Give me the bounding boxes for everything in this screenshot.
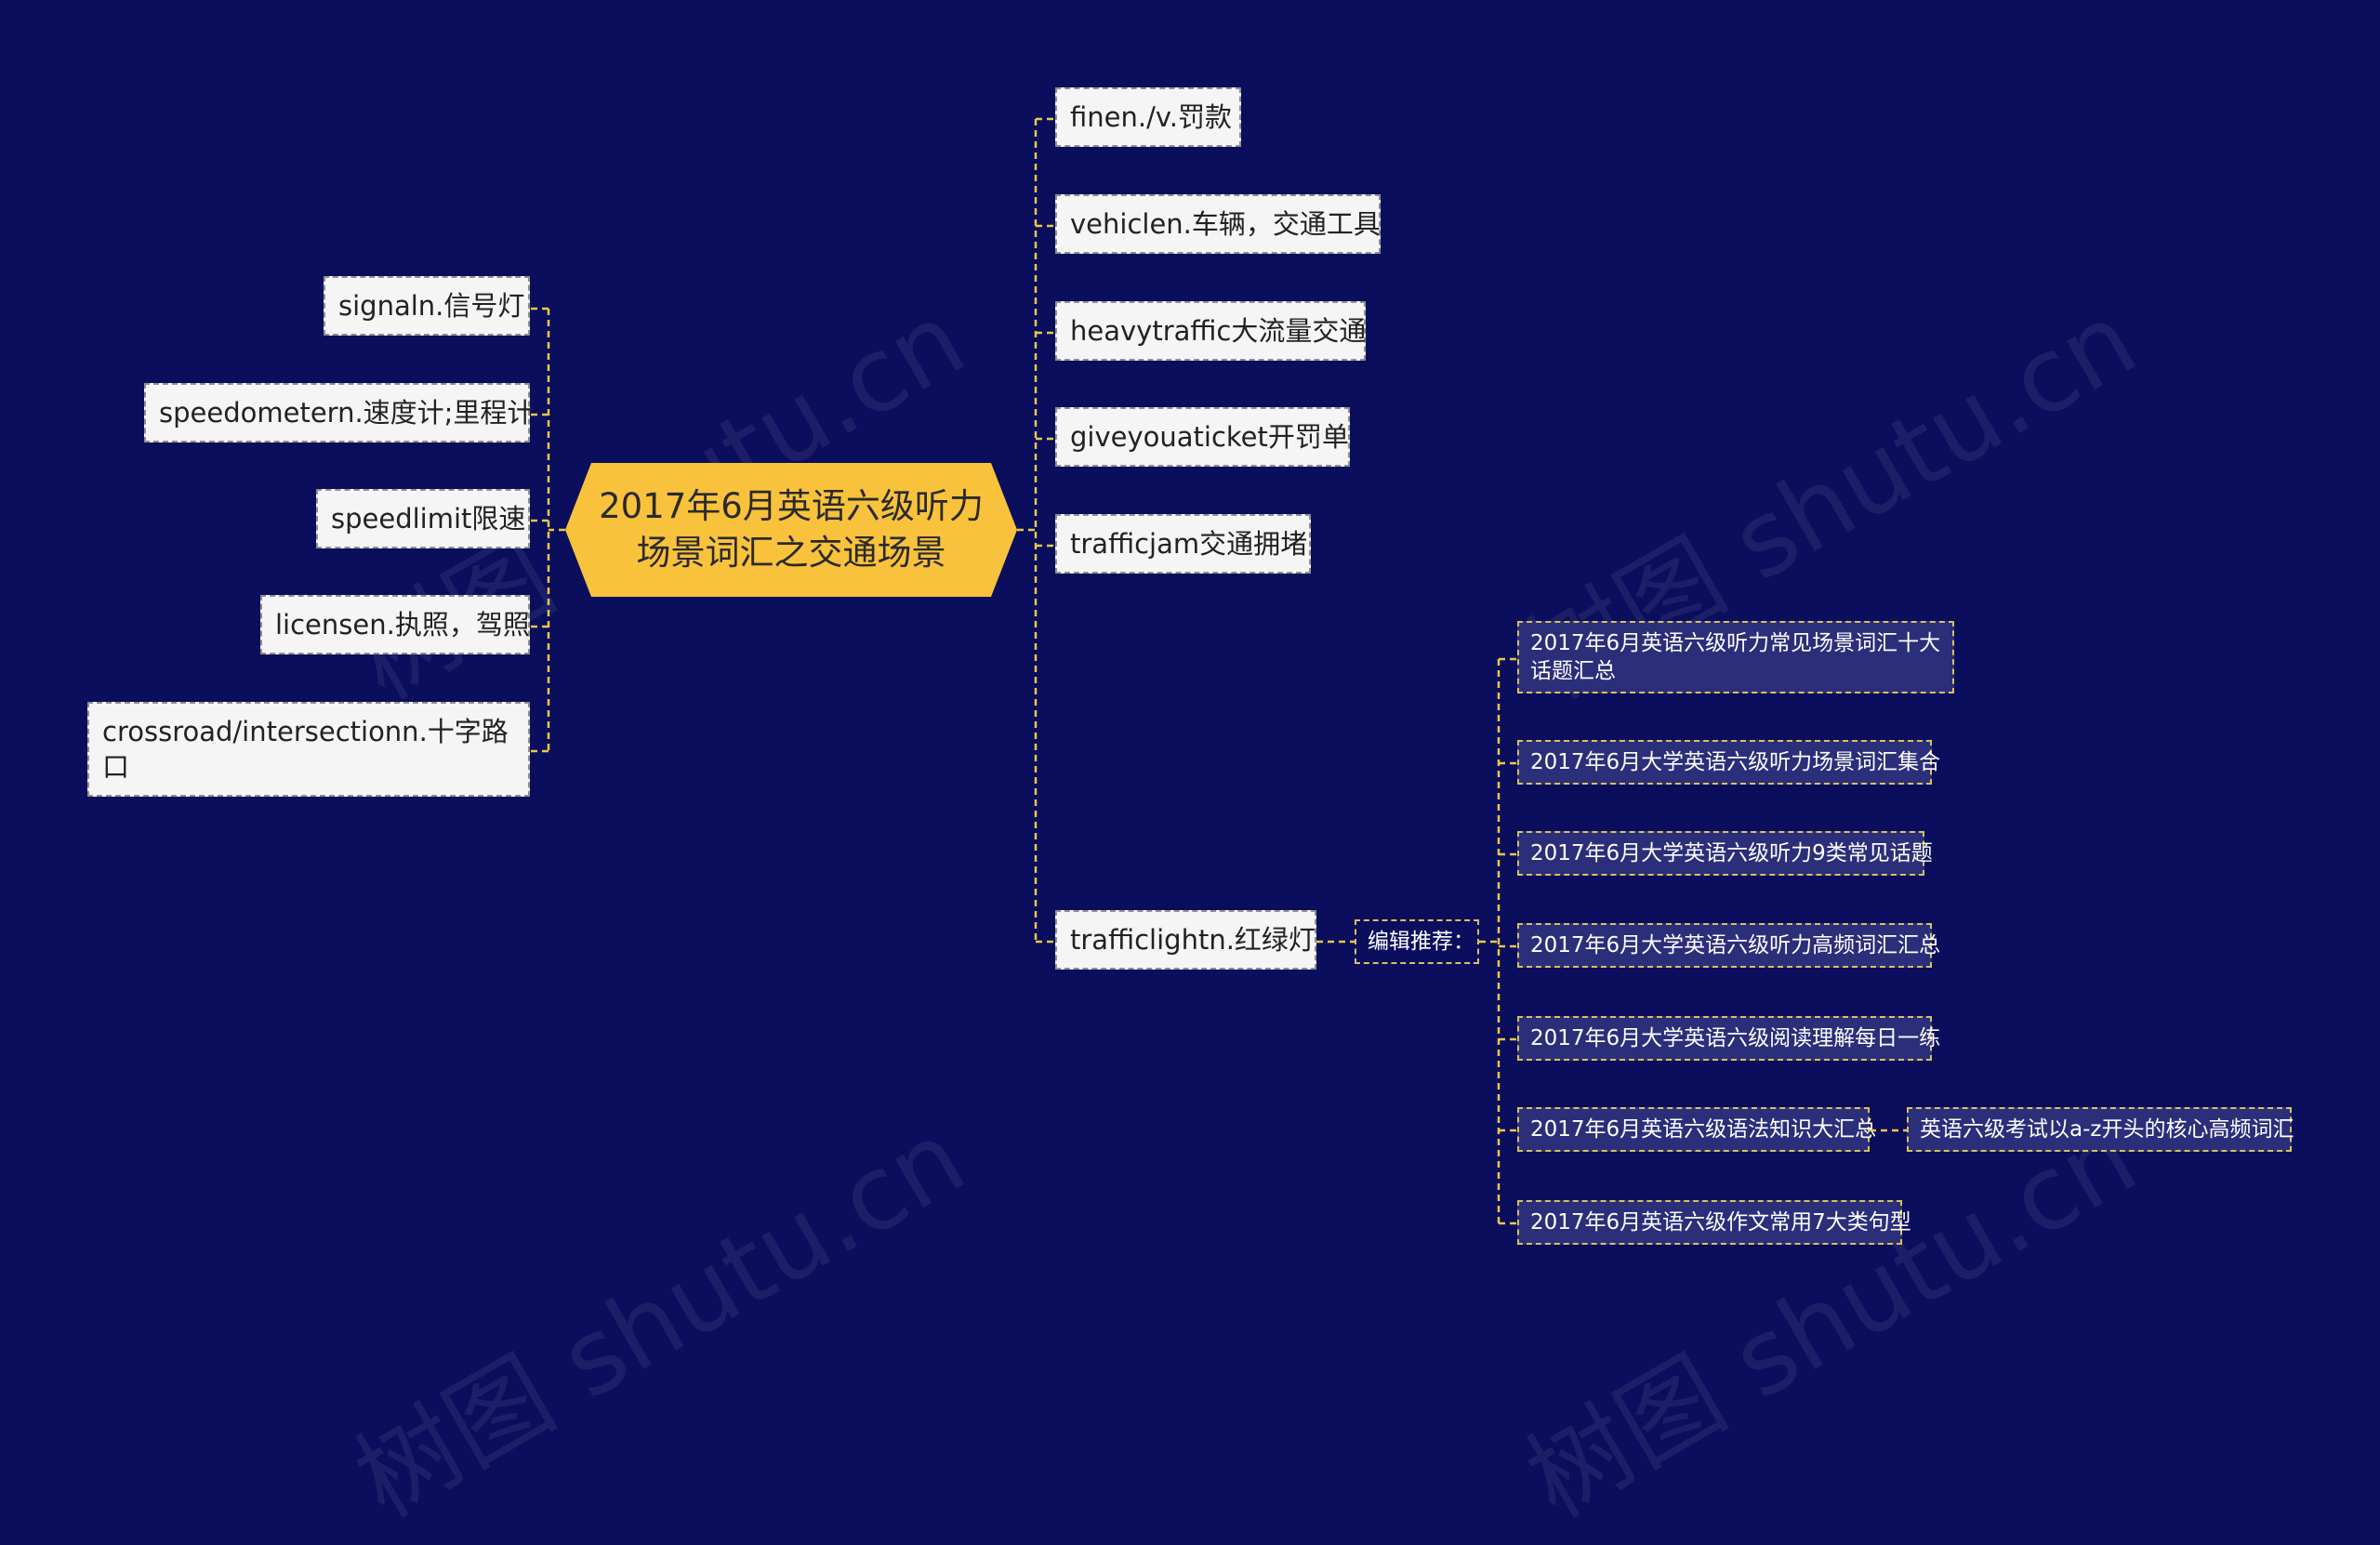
topic-label: speedometern.速度计;里程计 bbox=[159, 397, 535, 429]
topic-label: trafficlightn.红绿灯 bbox=[1070, 924, 1316, 956]
recommend-label: 编辑推荐： bbox=[1368, 930, 1474, 954]
recommend-link-4[interactable]: 2017年6月大学英语六级听力高频词汇汇总 bbox=[1517, 923, 1940, 968]
root-topic-title: 2017年6月英语六级听力场景词汇之交通场景 bbox=[599, 486, 984, 573]
connector-left-trunk bbox=[547, 309, 565, 751]
recommend-link-label: 2017年6月大学英语六级听力场景词汇集合 bbox=[1530, 750, 1941, 774]
recommend-link-1[interactable]: 2017年6月英语六级听力常见场景词汇十大话题汇总 bbox=[1517, 621, 1954, 693]
root-topic-node[interactable]: 2017年6月英语六级听力场景词汇之交通场景 bbox=[565, 463, 1017, 597]
recommend-link-label: 2017年6月英语六级语法知识大汇总 bbox=[1530, 1117, 1877, 1142]
topic-node-speedlimit[interactable]: speedlimit限速 bbox=[316, 489, 530, 548]
topic-node-speedometer[interactable]: speedometern.速度计;里程计 bbox=[144, 383, 534, 442]
topic-label: heavytraffic大流量交通 bbox=[1070, 315, 1367, 347]
recommend-sub-link[interactable]: 英语六级考试以a-z开头的核心高频词汇 bbox=[1907, 1107, 2294, 1152]
topic-node-giveyouaticket[interactable]: giveyouaticket开罚单 bbox=[1055, 407, 1350, 467]
recommend-link-label: 2017年6月大学英语六级听力高频词汇汇总 bbox=[1530, 933, 1941, 957]
topic-label: signaln.信号灯 bbox=[338, 290, 525, 322]
topic-node-trafficjam[interactable]: trafficjam交通拥堵 bbox=[1055, 514, 1311, 574]
topic-node-license[interactable]: licensen.执照，驾照 bbox=[260, 595, 530, 654]
topic-node-signal[interactable]: signaln.信号灯 bbox=[324, 276, 530, 336]
topic-label: finen./v.罚款 bbox=[1070, 101, 1232, 133]
topic-label: trafficjam交通拥堵 bbox=[1070, 528, 1308, 560]
connector-recommend-trunk bbox=[1479, 659, 1501, 1223]
recommend-link-7[interactable]: 2017年6月英语六级作文常用7大类句型 bbox=[1517, 1200, 1911, 1245]
recommend-link-label: 2017年6月英语六级听力常见场景词汇十大话题汇总 bbox=[1530, 631, 1941, 683]
topic-node-fine[interactable]: finen./v.罚款 bbox=[1055, 87, 1241, 147]
topic-label: giveyouaticket开罚单 bbox=[1070, 421, 1349, 453]
recommend-link-label: 英语六级考试以a-z开头的核心高频词汇 bbox=[1920, 1117, 2294, 1142]
recommend-link-5[interactable]: 2017年6月大学英语六级阅读理解每日一练 bbox=[1517, 1016, 1940, 1061]
recommend-link-label: 2017年6月大学英语六级听力9类常见话题 bbox=[1530, 841, 1933, 865]
connector-right-trunk bbox=[1017, 119, 1038, 942]
topic-node-heavytraffic[interactable]: heavytraffic大流量交通 bbox=[1055, 301, 1366, 361]
recommend-label-node[interactable]: 编辑推荐： bbox=[1355, 919, 1479, 964]
recommend-link-6[interactable]: 2017年6月英语六级语法知识大汇总 bbox=[1517, 1107, 1876, 1152]
recommend-link-label: 2017年6月大学英语六级阅读理解每日一练 bbox=[1530, 1026, 1941, 1050]
topic-node-vehicle[interactable]: vehiclen.车辆，交通工具 bbox=[1055, 194, 1381, 254]
topic-label: crossroad/intersectionn.十字路口 bbox=[102, 716, 509, 783]
mind-map-canvas: 树图 shutu.cn 树图 shutu.cn 树图 shutu.cn 树图 s… bbox=[87, 87, 2294, 1540]
recommend-link-3[interactable]: 2017年6月大学英语六级听力9类常见话题 bbox=[1517, 831, 1933, 876]
topic-node-trafficlight[interactable]: trafficlightn.红绿灯 bbox=[1055, 910, 1316, 970]
topic-label: licensen.执照，驾照 bbox=[275, 609, 530, 640]
connector-lines bbox=[530, 117, 1907, 1225]
topic-label: vehiclen.车辆，交通工具 bbox=[1070, 208, 1381, 240]
recommend-link-2[interactable]: 2017年6月大学英语六级听力场景词汇集合 bbox=[1517, 740, 1940, 785]
recommend-link-label: 2017年6月英语六级作文常用7大类句型 bbox=[1530, 1210, 1911, 1235]
topic-node-crossroad[interactable]: crossroad/intersectionn.十字路口 bbox=[87, 702, 530, 797]
topic-label: speedlimit限速 bbox=[331, 503, 526, 535]
